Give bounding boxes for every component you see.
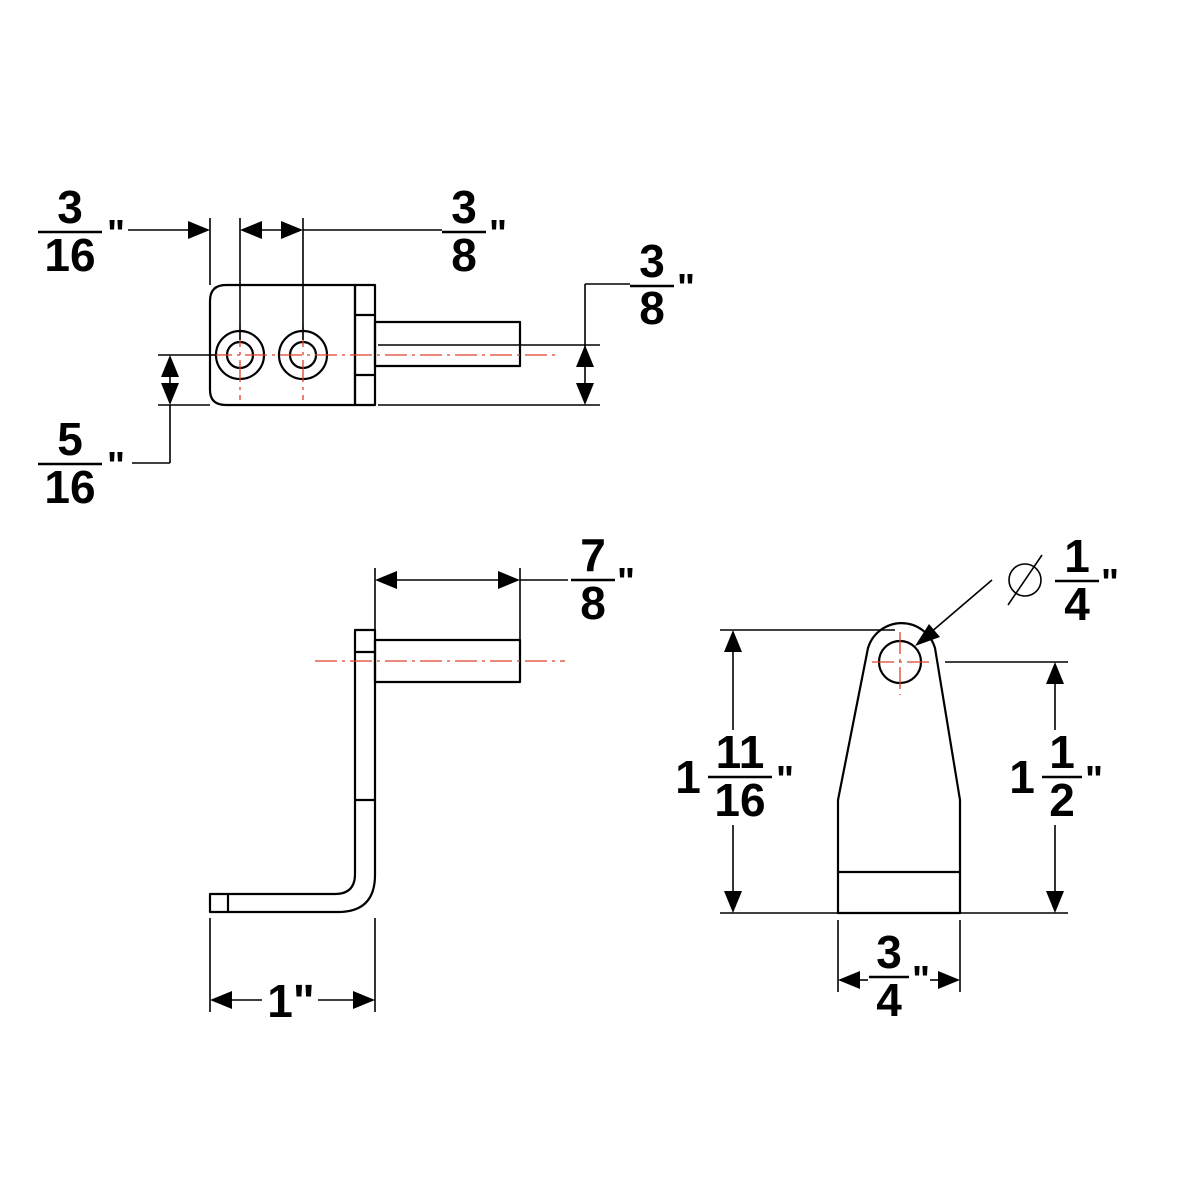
arrowhead bbox=[838, 971, 860, 989]
label-numerator: 1 bbox=[1049, 726, 1075, 778]
front-view-dimensions bbox=[720, 554, 1068, 992]
arrowhead bbox=[498, 571, 520, 589]
side-view-dimensions bbox=[209, 568, 568, 1012]
label-denominator: 2 bbox=[1049, 774, 1075, 826]
label-top-hole-height: 5 16 " bbox=[38, 413, 125, 513]
label-side-foot-length: 1" bbox=[267, 975, 314, 1027]
label-numerator: 3 bbox=[451, 181, 477, 233]
label-unit: " bbox=[677, 267, 695, 309]
arrowhead bbox=[938, 971, 960, 989]
label-denominator: 16 bbox=[44, 461, 95, 513]
arrowhead bbox=[375, 571, 397, 589]
label-denominator: 8 bbox=[639, 282, 665, 334]
label-unit: " bbox=[912, 959, 930, 1001]
arrowhead bbox=[240, 221, 262, 239]
label-unit: " bbox=[617, 561, 635, 603]
arrowhead bbox=[576, 383, 594, 405]
arrowhead bbox=[1046, 662, 1064, 684]
label-top-left-offset: 3 16 " bbox=[38, 181, 125, 281]
arrowhead bbox=[161, 383, 179, 405]
label-numerator: 11 bbox=[716, 726, 765, 778]
top-view bbox=[208, 283, 560, 407]
label-unit: " bbox=[489, 213, 507, 255]
side-view-outline bbox=[208, 628, 377, 914]
side-view bbox=[208, 628, 565, 914]
label-denominator: 4 bbox=[876, 974, 902, 1026]
label-numerator: 1 bbox=[1064, 530, 1090, 582]
label-whole: 1 bbox=[675, 751, 701, 803]
label-numerator: 7 bbox=[580, 529, 606, 581]
top-view-pin bbox=[373, 320, 522, 368]
label-unit: " bbox=[107, 445, 125, 487]
label-text: 1" bbox=[267, 975, 314, 1027]
label-denominator: 8 bbox=[451, 229, 477, 281]
label-front-total-height: 1 11 16 " bbox=[675, 726, 794, 826]
arrowhead bbox=[576, 345, 594, 367]
arrowhead bbox=[161, 355, 179, 377]
label-whole: 1 bbox=[1009, 751, 1035, 803]
arrowhead bbox=[1046, 891, 1064, 913]
arrowhead bbox=[724, 630, 742, 652]
label-numerator: 5 bbox=[57, 413, 83, 465]
leader-line bbox=[929, 579, 993, 634]
top-view-dimensions bbox=[128, 218, 630, 464]
arrowhead bbox=[281, 221, 303, 239]
label-denominator: 4 bbox=[1064, 578, 1090, 630]
label-side-pin-length: 7 8 " bbox=[571, 529, 635, 629]
front-view bbox=[836, 622, 962, 915]
diameter-symbol-icon bbox=[1007, 554, 1043, 606]
label-top-hole-spacing: 3 8 " bbox=[442, 181, 507, 281]
label-numerator: 3 bbox=[639, 235, 665, 287]
label-unit: " bbox=[1085, 759, 1103, 801]
arrowhead bbox=[210, 991, 232, 1009]
top-view-outline bbox=[208, 283, 357, 407]
label-unit: " bbox=[776, 759, 794, 801]
arrowhead bbox=[724, 891, 742, 913]
top-view-plate bbox=[353, 283, 377, 407]
arrowhead bbox=[915, 624, 940, 646]
label-top-right-height: 3 8 " bbox=[630, 235, 695, 334]
label-front-width: 3 4 " bbox=[869, 926, 930, 1026]
label-denominator: 16 bbox=[44, 229, 95, 281]
label-front-hole-diameter: 1 4 " bbox=[1055, 530, 1119, 630]
label-unit: " bbox=[107, 213, 125, 255]
label-numerator: 3 bbox=[57, 181, 83, 233]
label-denominator: 16 bbox=[714, 774, 765, 826]
label-unit: " bbox=[1101, 562, 1119, 604]
front-view-outline bbox=[836, 622, 962, 915]
label-front-center-height: 1 1 2 " bbox=[1009, 726, 1103, 826]
label-numerator: 3 bbox=[876, 926, 902, 978]
label-denominator: 8 bbox=[580, 577, 606, 629]
arrowhead bbox=[188, 221, 210, 239]
arrowhead bbox=[353, 991, 375, 1009]
